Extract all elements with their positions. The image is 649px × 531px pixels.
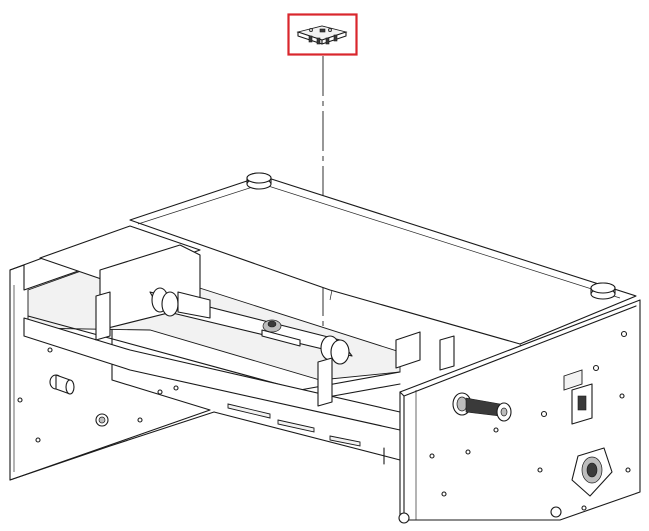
belt-pulley[interactable] [452,392,512,422]
highlighted-part-group[interactable] [287,13,358,56]
drive-bearing[interactable] [571,447,613,497]
left-frame-holes [17,347,179,443]
top-cover-plate [129,175,637,345]
frame-holes [398,330,631,524]
mounting-post-left [246,172,272,190]
mounting-post-right [590,282,616,300]
left-shaft-stub [49,374,75,395]
chassis-assembly [9,172,641,524]
lever-arm[interactable] [563,369,593,425]
circuit-board-part[interactable] [296,25,348,45]
center-gear [261,319,301,347]
highlight-box[interactable] [287,13,358,56]
